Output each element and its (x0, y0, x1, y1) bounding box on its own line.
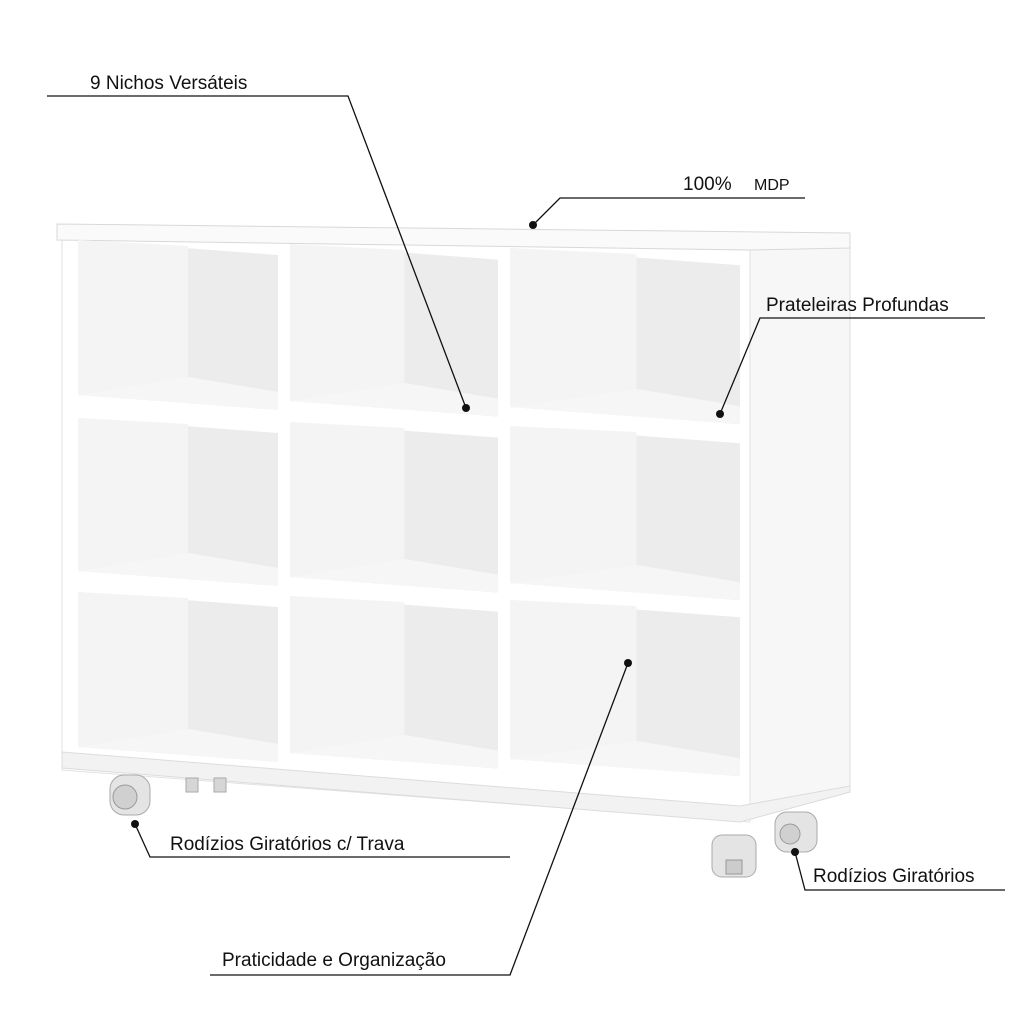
niche-side-wall (510, 600, 637, 759)
niche-shelf (510, 741, 740, 777)
niche-side-wall (290, 596, 405, 753)
niche-shelf (290, 383, 498, 417)
base-panel (61, 751, 851, 823)
label-niches: 9 Nichos Versáteis (90, 73, 247, 94)
label-material-name: MDP (754, 177, 790, 194)
niche-side-wall (78, 240, 188, 395)
callout-locking-casters: Rodízios Giratórios c/ Trava (131, 820, 510, 858)
niche-shelf (510, 565, 740, 601)
label-shelves: Prateleiras Profundas (766, 295, 949, 316)
label-casters: Rodízios Giratórios (813, 866, 975, 887)
caster-front-left (109, 774, 151, 816)
side-panel (739, 245, 851, 823)
niche-side-wall (78, 418, 188, 571)
niche-shelf (78, 553, 278, 586)
niche-shelf (78, 377, 278, 410)
caster-front-right (711, 834, 757, 878)
callout-organization: Praticidade e Organização (210, 659, 632, 976)
caster-back-right (774, 811, 818, 853)
top-panel (56, 223, 851, 251)
niche-side-wall (290, 244, 405, 401)
foot-back (185, 777, 227, 793)
callout-niches: 9 Nichos Versáteis (47, 73, 470, 412)
niche-side-wall (510, 426, 637, 583)
niche-side-wall (290, 422, 405, 577)
niche-shelf (290, 559, 498, 593)
niche-shelf (78, 729, 278, 762)
niche-side-wall (510, 248, 637, 407)
callout-casters: Rodízios Giratórios (791, 848, 1005, 891)
niche-shelf (510, 389, 740, 425)
niche-shelf (290, 735, 498, 769)
callout-shelves: Prateleiras Profundas (716, 295, 985, 418)
label-organization: Praticidade e Organização (222, 950, 446, 971)
callout-material: 100% MDP (529, 174, 805, 229)
label-locking-casters: Rodízios Giratórios c/ Trava (170, 834, 405, 855)
niche-side-wall (78, 592, 188, 747)
label-material-percent: 100% (683, 174, 732, 195)
niches (78, 240, 740, 777)
